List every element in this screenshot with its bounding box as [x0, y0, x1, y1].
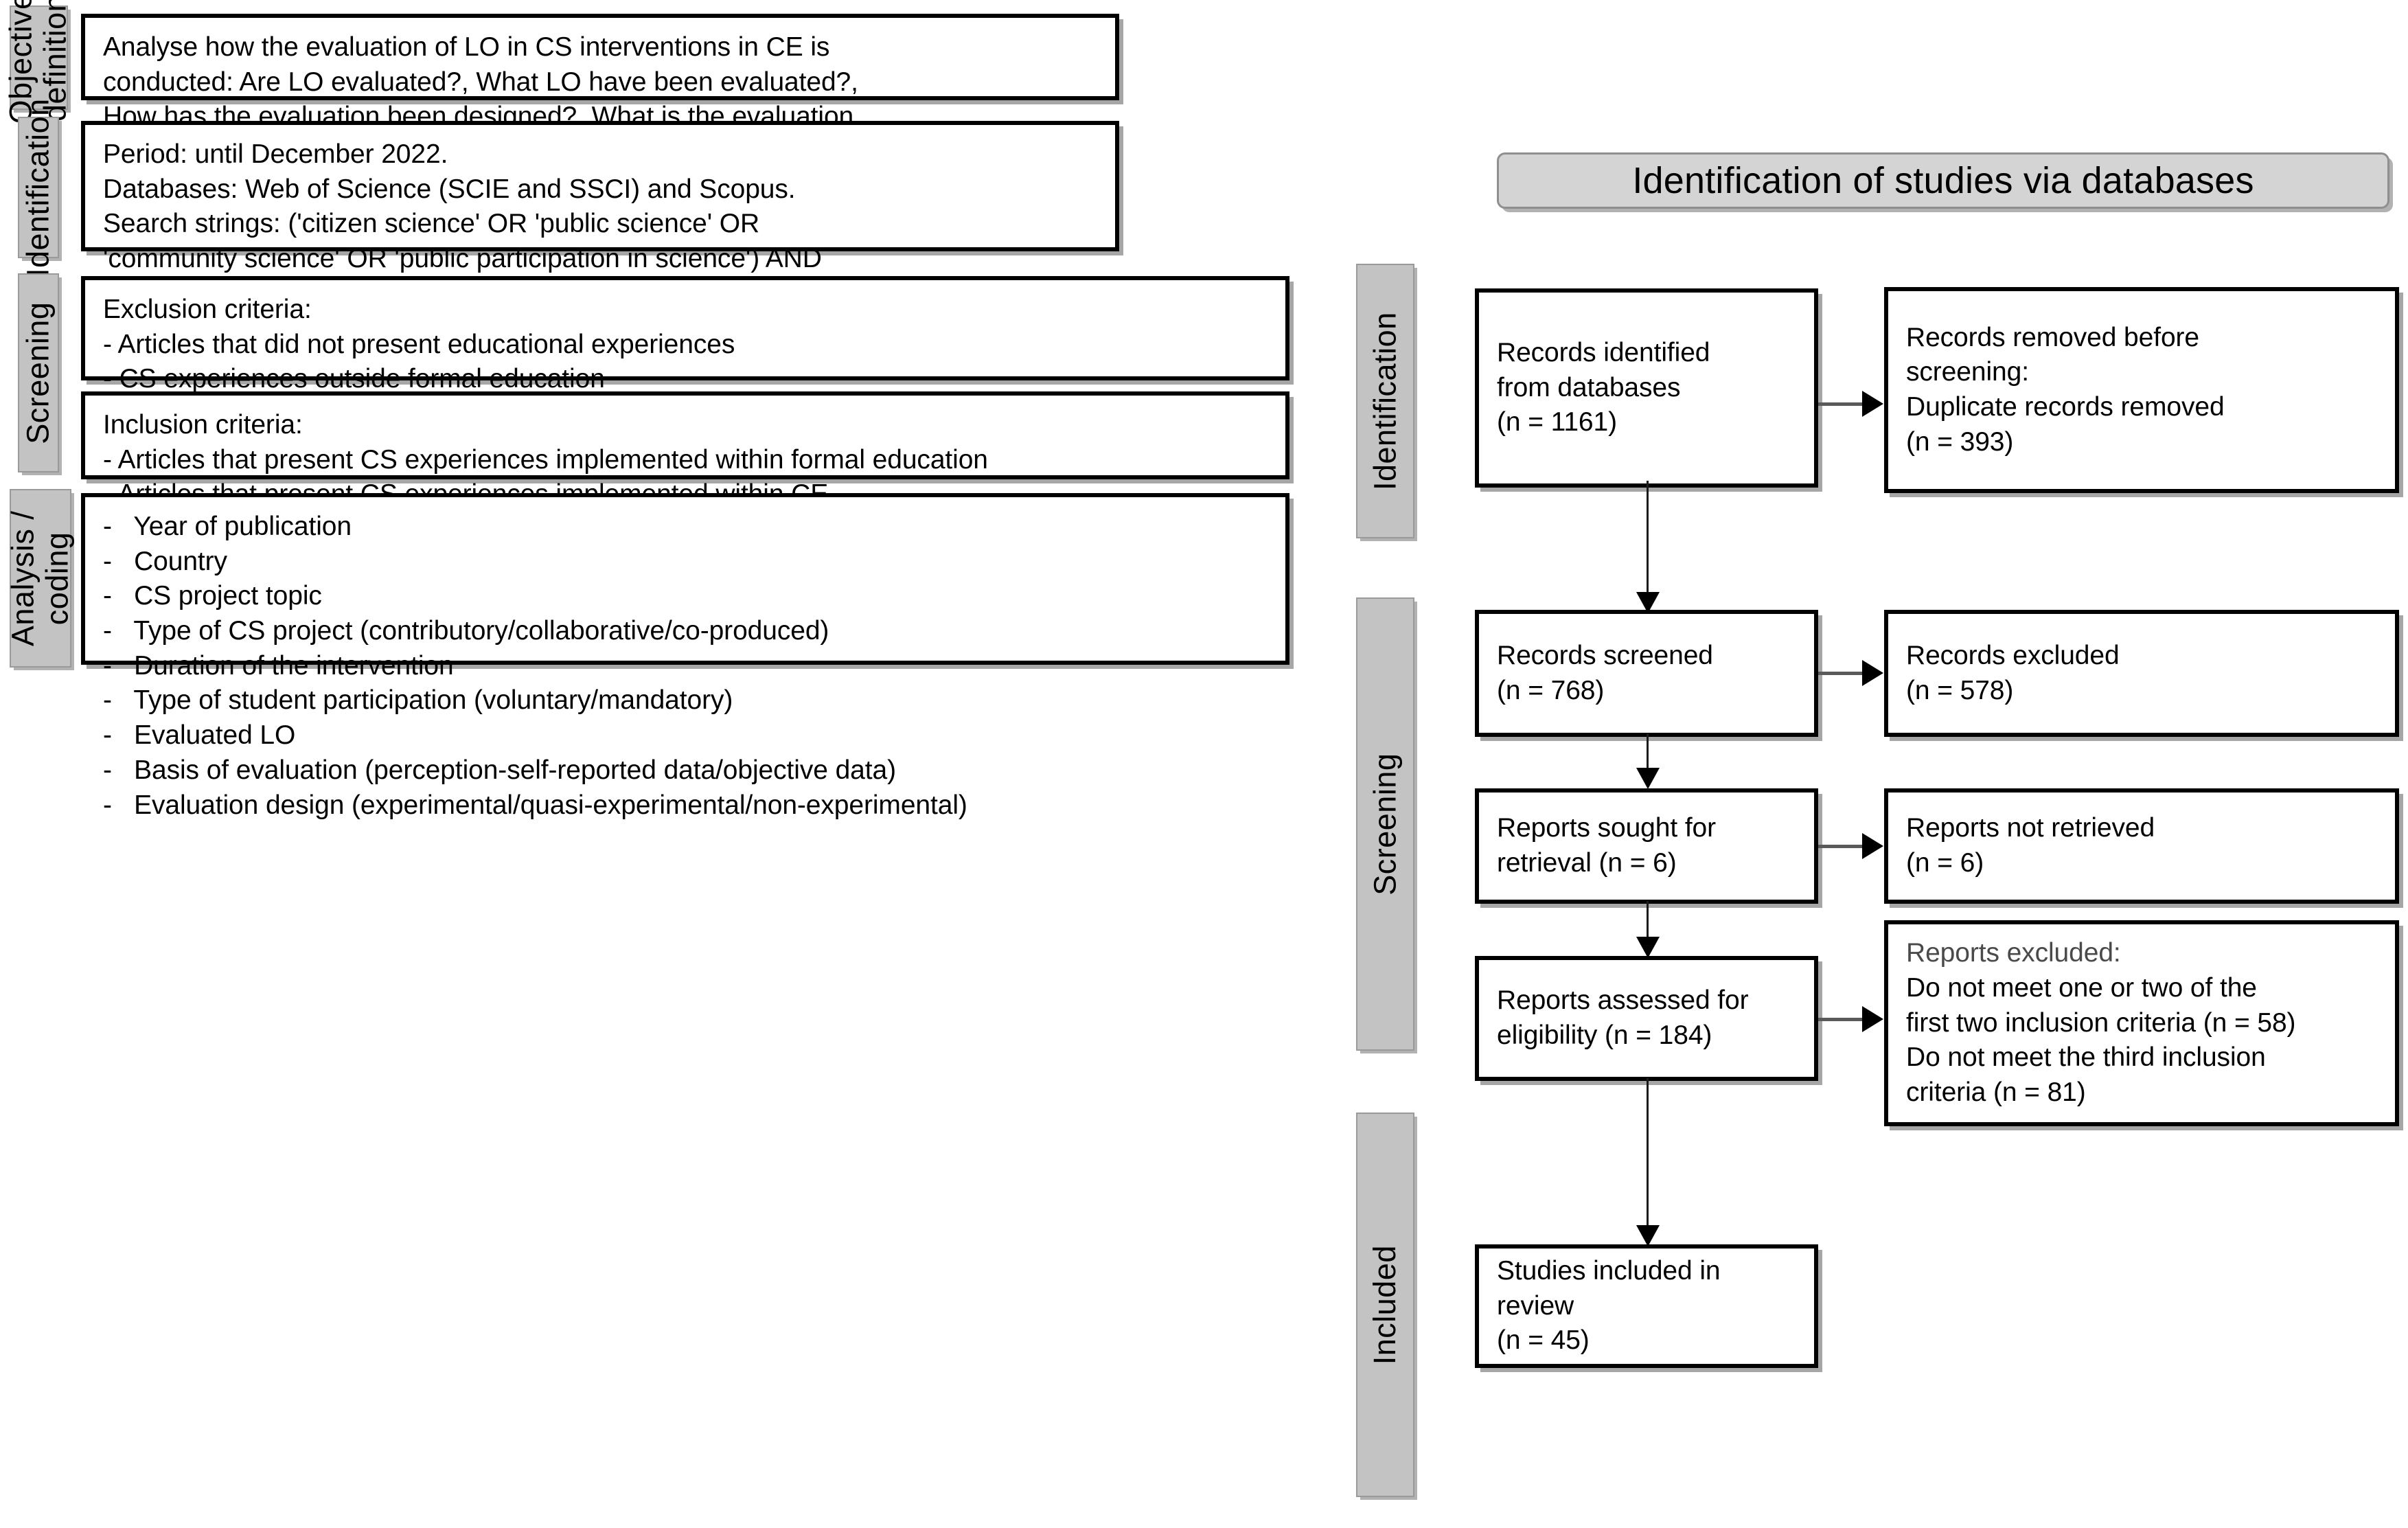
- arrowhead-sought-to-not-retrieved: [1862, 833, 1883, 859]
- node-reports-excluded-detail: Reports excluded: Do not meet one or two…: [1884, 920, 2399, 1126]
- node-line: (n = 6): [1906, 848, 1984, 878]
- node-reports-assessed: Reports assessed for eligibility (n = 18…: [1475, 956, 1818, 1081]
- inclusion-criteria-box: Inclusion criteria: - Articles that pres…: [81, 391, 1289, 544]
- analysis-line: - Evaluation design (experimental/quasi-…: [103, 790, 967, 820]
- identification-line: Period: until December 2022.: [103, 139, 448, 169]
- node-line: Do not meet the third inclusion: [1906, 1042, 2266, 1073]
- connector-screened-to-sought: [1647, 733, 1649, 775]
- node-line: first two inclusion criteria (n = 58): [1906, 1007, 2296, 1038]
- node-records-identified: Records identified from databases (n = 1…: [1475, 288, 1818, 488]
- stage-label-analysis-coding-text: Analysis / coding: [5, 510, 76, 646]
- node-line: (n = 45): [1497, 1325, 1590, 1356]
- arrowhead-screened-to-excluded: [1862, 660, 1883, 686]
- analysis-line: - Year of publication: [103, 512, 352, 541]
- stage-line-1: Identification: [1367, 312, 1403, 490]
- arrowhead-identified-to-screened: [1636, 592, 1660, 613]
- node-line: (n = 578): [1906, 675, 2014, 705]
- prisma-banner: Identification of studies via databases: [1497, 152, 2389, 209]
- node-records-screened: Records screened (n = 768): [1475, 610, 1818, 737]
- connector-identified-to-removed: [1818, 402, 1864, 406]
- stage-label-identification-left-text: Identification: [21, 98, 56, 277]
- analysis-line: - Evaluated LO: [103, 720, 296, 751]
- connector-identified-to-screened: [1647, 481, 1649, 602]
- node-reports-not-retrieved: Reports not retrieved (n = 6): [1884, 788, 2399, 904]
- stage-line-1: Identification: [20, 98, 56, 277]
- node-line: Reports sought for: [1497, 813, 1717, 843]
- node-line: review: [1497, 1290, 1574, 1321]
- arrowhead-assessed-to-included: [1636, 1225, 1660, 1246]
- identification-line: 'community science' OR 'public participa…: [103, 244, 822, 274]
- connector-sought-to-assessed: [1647, 901, 1649, 944]
- node-line: eligibility (n = 184): [1497, 1020, 1712, 1050]
- objective-line: Analyse how the evaluation of LO in CS i…: [103, 32, 830, 62]
- exclusion-line: - CS experiences outside formal educatio…: [103, 364, 605, 394]
- objective-line: conducted: Are LO evaluated?, What LO ha…: [103, 67, 858, 97]
- stage-label-screening-left-text: Screening: [21, 301, 56, 444]
- identification-line: Search strings: ('citizen science' OR 'p…: [103, 209, 760, 239]
- connector-sought-to-not-retrieved: [1818, 845, 1864, 848]
- arrowhead-screened-to-sought: [1636, 768, 1660, 789]
- stage-line-2: coding: [40, 532, 76, 625]
- stage-label-analysis-coding: Analysis / coding: [5, 489, 75, 668]
- node-line: retrieval (n = 6): [1497, 848, 1677, 878]
- stage-label-screening-right-text: Screening: [1367, 753, 1403, 896]
- connector-assessed-to-excluded: [1818, 1018, 1864, 1021]
- arrowhead-identified-to-removed: [1862, 391, 1883, 417]
- analysis-coding-box: - Year of publication - Country - CS pro…: [81, 493, 1289, 820]
- arrowhead-assessed-to-excluded: [1862, 1006, 1883, 1032]
- node-line: Do not meet one or two of the: [1906, 972, 2257, 1003]
- stage-label-identification-right: Identification: [1356, 264, 1414, 538]
- node-line: (n = 768): [1497, 675, 1605, 705]
- inclusion-line: Inclusion criteria:: [103, 410, 303, 440]
- inclusion-line: - Articles that present CS experiences i…: [103, 444, 988, 475]
- node-line: (n = 393): [1906, 426, 2014, 457]
- node-line: Reports assessed for: [1497, 985, 1749, 1016]
- stage-label-screening-left: Screening: [18, 273, 59, 472]
- prisma-banner-title: Identification of studies via databases: [1632, 160, 2254, 201]
- node-records-removed: Records removed before screening: Duplic…: [1884, 287, 2399, 493]
- node-line: Records identified: [1497, 337, 1710, 367]
- stage-label-identification-left: Identification: [18, 98, 59, 277]
- stage-label-included: Included: [1356, 1113, 1414, 1497]
- node-line: Duplicate records removed: [1906, 392, 2225, 422]
- node-studies-included: Studies included in review (n = 45): [1475, 1244, 1818, 1368]
- stage-line-1: Analysis /: [5, 510, 41, 646]
- analysis-line: - Duration of the intervention: [103, 650, 454, 681]
- analysis-line: - Type of student participation (volunta…: [103, 685, 733, 716]
- stage-line-1: Included: [1367, 1244, 1403, 1365]
- node-line: Studies included in: [1497, 1255, 1721, 1286]
- stage-label-included-text: Included: [1367, 1244, 1403, 1365]
- node-reports-sought: Reports sought for retrieval (n = 6): [1475, 788, 1818, 904]
- node-line: Records screened: [1497, 640, 1713, 670]
- analysis-line: - Basis of evaluation (perception-self-r…: [103, 755, 896, 785]
- stage-label-objective-definition: Objective definition: [3, 0, 73, 124]
- node-line: Records excluded: [1906, 640, 2120, 670]
- stage-line-1: Screening: [20, 301, 56, 444]
- analysis-line: - CS project topic: [103, 581, 322, 611]
- node-heading: Reports excluded:: [1906, 938, 2121, 968]
- node-records-excluded: Records excluded (n = 578): [1884, 610, 2399, 737]
- node-line: screening:: [1906, 357, 2029, 387]
- exclusion-line: - Articles that did not present educatio…: [103, 329, 735, 359]
- exclusion-criteria-box: Exclusion criteria: - Articles that did …: [81, 276, 1289, 464]
- node-line: criteria (n = 81): [1906, 1077, 2086, 1108]
- node-line: Records removed before: [1906, 322, 2200, 352]
- analysis-line: - Country: [103, 546, 227, 576]
- identification-line: Databases: Web of Science (SCIE and SSCI…: [103, 174, 796, 204]
- objective-definition-box: Analyse how the evaluation of LO in CS i…: [81, 14, 1119, 166]
- exclusion-line: Exclusion criteria:: [103, 295, 312, 324]
- node-line: Reports not retrieved: [1906, 813, 2155, 843]
- connector-assessed-to-included: [1647, 1078, 1649, 1232]
- stage-label-screening-right: Screening: [1356, 597, 1414, 1051]
- arrowhead-sought-to-assessed: [1636, 937, 1660, 958]
- identification-criteria-box: Period: until December 2022. Databases: …: [81, 121, 1119, 343]
- stage-label-identification-right-text: Identification: [1367, 312, 1403, 490]
- analysis-line: - Type of CS project (contributory/colla…: [103, 616, 829, 646]
- stage-line-1: Screening: [1367, 753, 1403, 896]
- connector-screened-to-excluded: [1818, 672, 1864, 675]
- node-line: from databases: [1497, 372, 1681, 402]
- node-line: (n = 1161): [1497, 407, 1617, 437]
